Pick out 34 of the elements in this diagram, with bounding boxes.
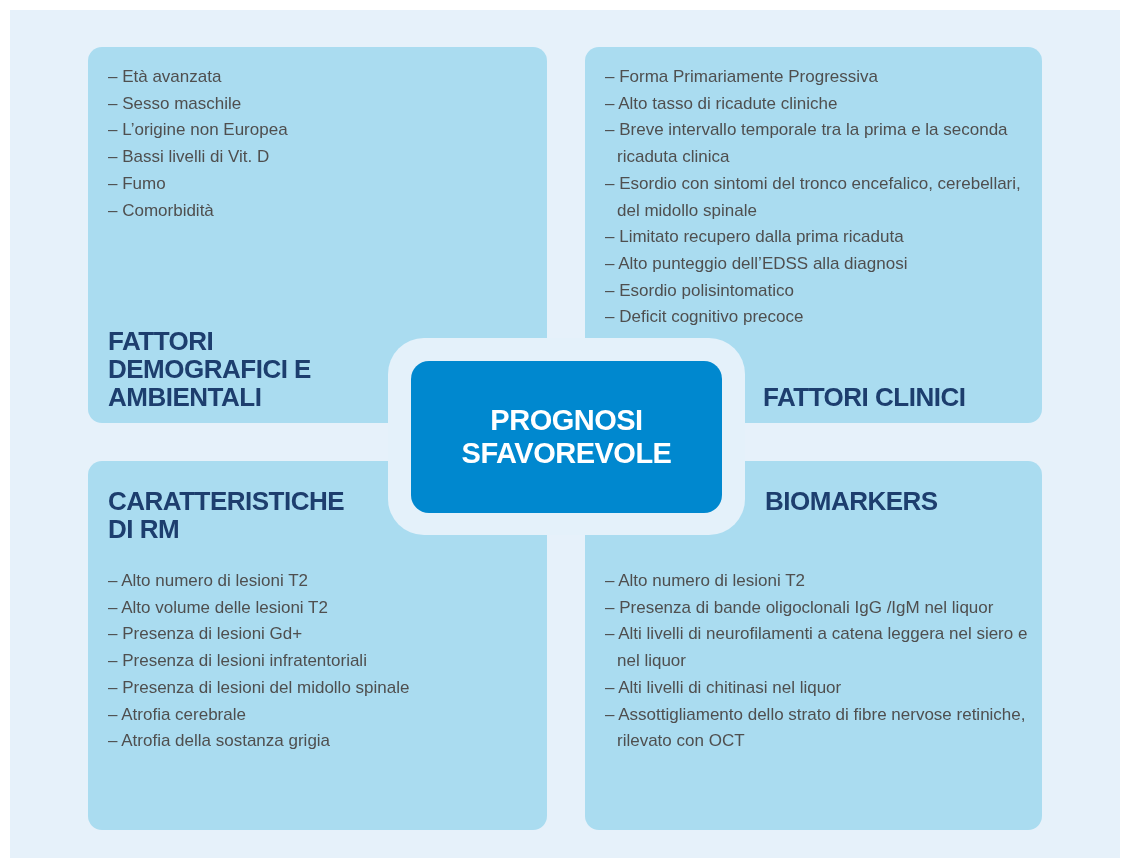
list-item: – Alti livelli di chitinasi nel liquor <box>605 676 843 699</box>
category-card <box>88 461 547 830</box>
list-item: – Atrofia della sostanza grigia <box>108 730 332 753</box>
center-title: PROGNOSI SFAVOREVOLE <box>460 404 673 470</box>
list-item: – Alto volume delle lesioni T2 <box>108 596 329 619</box>
list-item: – Comorbidità <box>108 199 215 222</box>
card-heading: FATTORI CLINICI <box>763 383 967 411</box>
list-item: – Fumo <box>108 172 167 195</box>
center-box <box>411 361 722 513</box>
list-item: – L’origine non Europea <box>108 119 289 142</box>
list-item: – Bassi livelli di Vit. D <box>108 146 271 169</box>
list-item: – Alto numero di lesioni T2 <box>605 570 807 592</box>
list-item: – Forma Primariamente Progressiva <box>605 66 880 88</box>
card-heading: BIOMARKERS <box>765 487 939 515</box>
list-item: – Atrofia cerebrale <box>108 703 247 726</box>
list-item: – Esordio con sintomi del tronco encefalico, cerebellari, del midollo spinale <box>605 172 1022 222</box>
list-item: – Presenza di lesioni Gd+ <box>108 623 304 646</box>
category-card <box>585 461 1042 830</box>
list-item: – Presenza di lesioni del midollo spinale <box>108 676 411 699</box>
list-item: – Alto tasso di ricadute cliniche <box>605 92 839 115</box>
list-item: – Alti livelli di neurofilamenti a catena leggera nel siero e nel liquor <box>605 623 1028 673</box>
card-heading: CARATTERISTICHE DI RM <box>108 487 346 543</box>
list-item: – Breve intervallo temporale tra la prima e la seconda ricaduta clinica <box>605 119 1009 169</box>
list-item: – Sesso maschile <box>108 92 243 115</box>
list-item: – Alto punteggio dell’EDSS alla diagnosi <box>605 252 909 275</box>
list-item: – Limitato recupero dalla prima ricaduta <box>605 226 905 249</box>
list-item: – Presenza di bande oligoclonali IgG /IgM nel liquor <box>605 596 995 619</box>
card-heading: FATTORI DEMOGRAFICI E AMBIENTALI <box>108 327 312 411</box>
list-item: – Alto numero di lesioni T2 <box>108 570 310 592</box>
list-item: – Deficit cognitivo precoce <box>605 306 805 329</box>
list-item: – Età avanzata <box>108 66 223 88</box>
list-item: – Esordio polisintomatico <box>605 279 795 302</box>
list-item: – Presenza di lesioni infratentoriali <box>108 650 368 673</box>
list-item: – Assottigliamento dello strato di fibre nervose retiniche, rilevato con OCT <box>605 703 1027 753</box>
